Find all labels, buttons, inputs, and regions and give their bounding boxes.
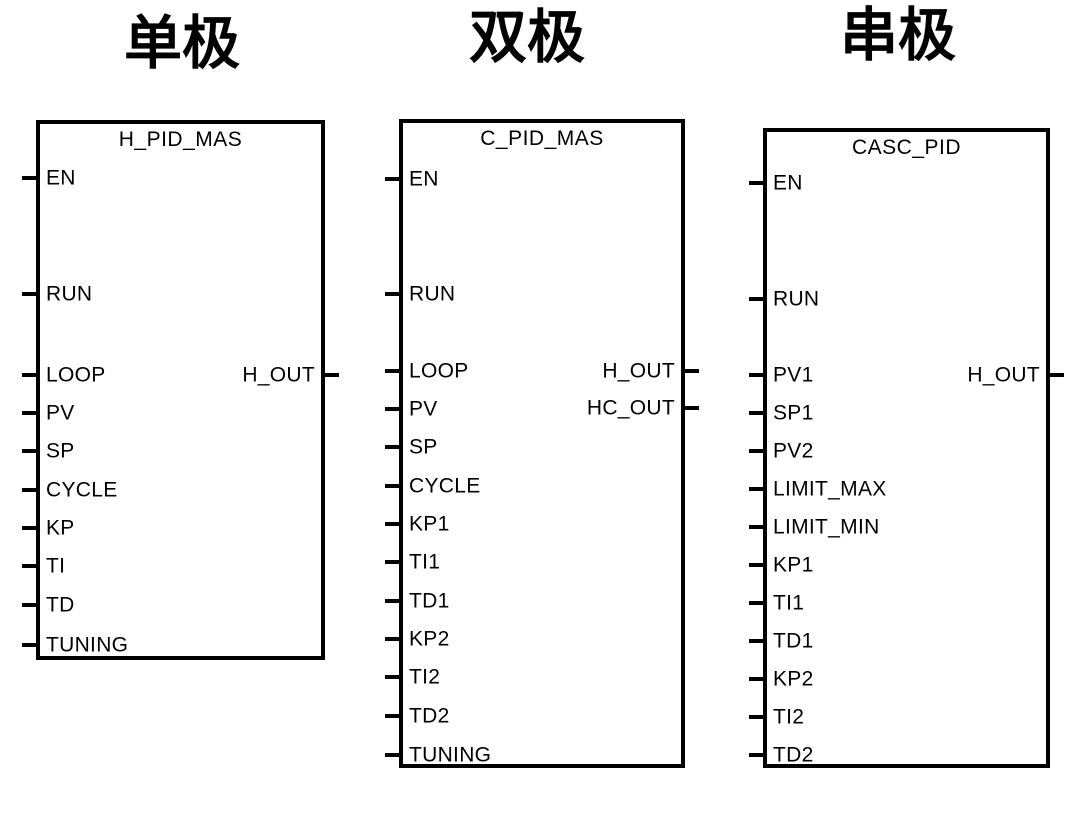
input-pin-stub-td1[interactable] bbox=[749, 639, 763, 643]
input-pin-stub-limit_min[interactable] bbox=[749, 525, 763, 529]
input-pin-label-loop: LOOP bbox=[46, 363, 106, 387]
input-pin-stub-kp1[interactable] bbox=[385, 522, 399, 526]
input-pin-stub-tuning[interactable] bbox=[22, 643, 36, 647]
input-pin-label-ti1: TI1 bbox=[409, 550, 441, 574]
output-pin-stub-h_out[interactable] bbox=[1050, 373, 1064, 377]
input-pin-stub-kp[interactable] bbox=[22, 526, 36, 530]
input-pin-label-td: TD bbox=[46, 593, 75, 617]
input-pin-label-run: RUN bbox=[773, 287, 820, 311]
input-pin-label-cycle: CYCLE bbox=[46, 478, 118, 502]
input-pin-stub-sp[interactable] bbox=[385, 445, 399, 449]
input-pin-label-td1: TD1 bbox=[409, 589, 450, 613]
function-block-casc-pid[interactable]: CASC_PID bbox=[763, 128, 1050, 768]
input-pin-stub-tuning[interactable] bbox=[385, 753, 399, 757]
input-pin-stub-pv[interactable] bbox=[22, 411, 36, 415]
input-pin-label-cycle: CYCLE bbox=[409, 474, 481, 498]
input-pin-label-tuning: TUNING bbox=[46, 633, 129, 657]
input-pin-label-pv2: PV2 bbox=[773, 439, 814, 463]
input-pin-stub-en[interactable] bbox=[749, 181, 763, 185]
function-block-h-pid-mas[interactable]: H_PID_MAS bbox=[36, 120, 325, 660]
input-pin-stub-pv1[interactable] bbox=[749, 373, 763, 377]
function-block-name-casc-pid: CASC_PID bbox=[851, 136, 962, 159]
input-pin-label-tuning: TUNING bbox=[409, 743, 492, 767]
input-pin-label-kp2: KP2 bbox=[773, 667, 814, 691]
input-pin-stub-ti2[interactable] bbox=[749, 715, 763, 719]
input-pin-label-run: RUN bbox=[409, 282, 456, 306]
input-pin-label-en: EN bbox=[409, 167, 439, 191]
input-pin-stub-ti[interactable] bbox=[22, 564, 36, 568]
input-pin-stub-td[interactable] bbox=[22, 603, 36, 607]
input-pin-label-pv: PV bbox=[46, 401, 75, 425]
input-pin-label-td2: TD2 bbox=[773, 743, 814, 767]
input-pin-label-ti: TI bbox=[46, 554, 66, 578]
block-heading-h-pid-mas: 单极 bbox=[124, 9, 241, 77]
input-pin-label-run: RUN bbox=[46, 282, 93, 306]
input-pin-stub-cycle[interactable] bbox=[385, 484, 399, 488]
input-pin-stub-run[interactable] bbox=[22, 292, 36, 296]
input-pin-stub-kp2[interactable] bbox=[749, 677, 763, 681]
input-pin-label-pv1: PV1 bbox=[773, 363, 814, 387]
output-pin-label-h_out: H_OUT bbox=[242, 363, 315, 387]
input-pin-stub-td2[interactable] bbox=[385, 714, 399, 718]
output-pin-label-h_out: H_OUT bbox=[967, 363, 1040, 387]
input-pin-stub-ti2[interactable] bbox=[385, 675, 399, 679]
input-pin-stub-pv2[interactable] bbox=[749, 449, 763, 453]
input-pin-label-en: EN bbox=[46, 166, 76, 190]
input-pin-label-kp: KP bbox=[46, 516, 75, 540]
function-block-name-h-pid-mas: H_PID_MAS bbox=[118, 128, 243, 151]
block-heading-c-pid-mas: 双极 bbox=[469, 3, 586, 71]
input-pin-stub-kp2[interactable] bbox=[385, 637, 399, 641]
input-pin-label-pv: PV bbox=[409, 397, 438, 421]
output-pin-stub-h_out[interactable] bbox=[685, 369, 699, 373]
output-pin-stub-hc_out[interactable] bbox=[685, 406, 699, 410]
input-pin-label-td1: TD1 bbox=[773, 629, 814, 653]
output-pin-label-h_out: H_OUT bbox=[602, 359, 675, 383]
input-pin-label-ti2: TI2 bbox=[773, 705, 805, 729]
input-pin-label-sp1: SP1 bbox=[773, 401, 814, 425]
input-pin-stub-run[interactable] bbox=[749, 297, 763, 301]
output-pin-stub-h_out[interactable] bbox=[325, 373, 339, 377]
input-pin-label-loop: LOOP bbox=[409, 359, 469, 383]
input-pin-label-kp1: KP1 bbox=[409, 512, 450, 536]
function-block-c-pid-mas[interactable]: C_PID_MAS bbox=[399, 119, 685, 768]
block-heading-casc-pid: 串极 bbox=[840, 1, 957, 69]
output-pin-label-hc_out: HC_OUT bbox=[586, 396, 675, 420]
input-pin-label-td2: TD2 bbox=[409, 704, 450, 728]
input-pin-stub-limit_max[interactable] bbox=[749, 487, 763, 491]
input-pin-stub-pv[interactable] bbox=[385, 407, 399, 411]
input-pin-stub-loop[interactable] bbox=[385, 369, 399, 373]
input-pin-stub-loop[interactable] bbox=[22, 373, 36, 377]
input-pin-label-limit_max: LIMIT_MAX bbox=[773, 477, 887, 501]
input-pin-stub-td2[interactable] bbox=[749, 753, 763, 757]
input-pin-label-ti2: TI2 bbox=[409, 665, 441, 689]
input-pin-label-ti1: TI1 bbox=[773, 591, 805, 615]
input-pin-label-sp: SP bbox=[409, 435, 438, 459]
input-pin-label-sp: SP bbox=[46, 439, 75, 463]
input-pin-stub-cycle[interactable] bbox=[22, 488, 36, 492]
input-pin-stub-en[interactable] bbox=[385, 177, 399, 181]
input-pin-label-kp2: KP2 bbox=[409, 627, 450, 651]
input-pin-stub-run[interactable] bbox=[385, 292, 399, 296]
function-block-name-c-pid-mas: C_PID_MAS bbox=[480, 127, 604, 150]
input-pin-stub-td1[interactable] bbox=[385, 599, 399, 603]
input-pin-stub-sp1[interactable] bbox=[749, 411, 763, 415]
input-pin-stub-ti1[interactable] bbox=[385, 560, 399, 564]
input-pin-stub-sp[interactable] bbox=[22, 449, 36, 453]
input-pin-label-kp1: KP1 bbox=[773, 553, 814, 577]
input-pin-stub-kp1[interactable] bbox=[749, 563, 763, 567]
input-pin-stub-ti1[interactable] bbox=[749, 601, 763, 605]
input-pin-label-limit_min: LIMIT_MIN bbox=[773, 515, 880, 539]
input-pin-label-en: EN bbox=[773, 171, 803, 195]
input-pin-stub-en[interactable] bbox=[22, 176, 36, 180]
